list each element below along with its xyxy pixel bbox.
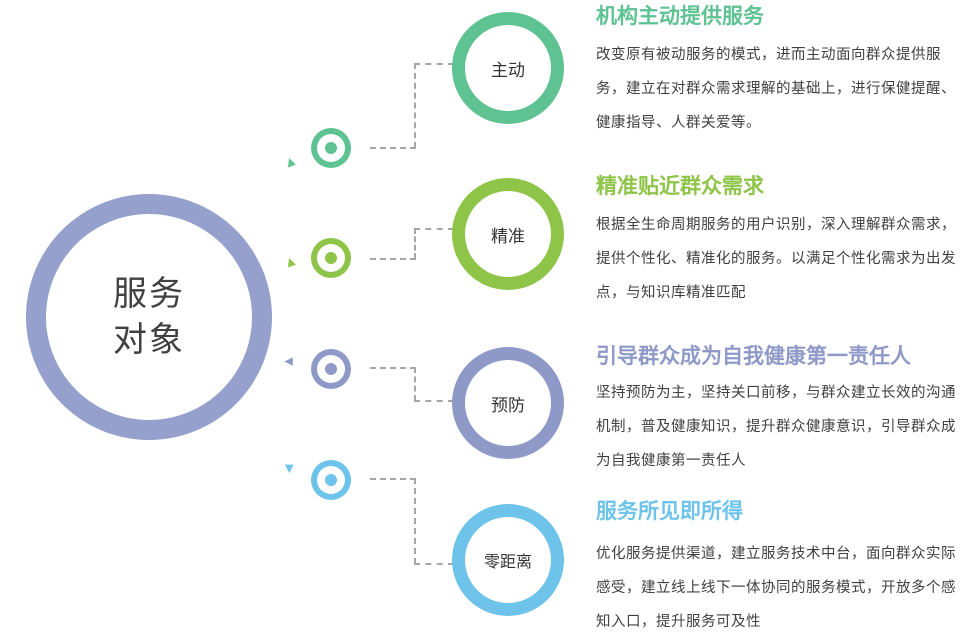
marker-dot <box>311 128 351 168</box>
center-label: 服务 对象 <box>104 271 194 363</box>
item-description: 坚持预防为主，坚持关口前移，与群众建立长效的沟通机制，普及健康知识，提升群众健康… <box>596 385 956 469</box>
item-title: 精准贴近群众需求 <box>596 174 764 198</box>
connector-line <box>414 563 454 565</box>
center-label-line2: 对象 <box>113 320 185 360</box>
marker-dot <box>311 460 351 500</box>
triangle-arrow-icon: ▲ <box>285 463 294 476</box>
node-label: 精准 <box>465 191 551 277</box>
connector-line <box>414 63 454 65</box>
node-label: 主动 <box>465 25 551 111</box>
item-title: 引导群众成为自我健康第一责任人 <box>596 344 911 368</box>
connector-line <box>370 478 416 480</box>
node-ring-proactive: 主动 <box>452 12 564 124</box>
connector-line <box>414 367 416 401</box>
node-ring-precise: 精准 <box>452 178 564 290</box>
node-label: 预防 <box>465 360 551 446</box>
connector-line <box>414 228 454 230</box>
item-description: 改变原有被动服务的模式，进而主动面向群众提供服务，建立在对群众需求理解的基础上，… <box>596 47 956 131</box>
center-label-line1: 服务 <box>113 274 185 314</box>
connector-line <box>370 367 416 369</box>
item-title: 机构主动提供服务 <box>596 4 764 28</box>
marker-dot <box>311 238 351 278</box>
item-description: 优化服务提供渠道，建立服务技术中台，面向群众实际感受，建立线上线下一体协同的服务… <box>596 546 956 630</box>
triangle-arrow-icon: ▲ <box>284 153 297 170</box>
connector-line <box>414 478 416 564</box>
node-ring-prevention: 预防 <box>452 347 564 459</box>
triangle-arrow-icon: ▲ <box>284 253 297 270</box>
connector-line <box>370 258 416 260</box>
connector-line <box>414 400 454 402</box>
item-description: 根据全生命周期服务的用户识别，深入理解群众需求，提供个性化、精准化的服务。以满足… <box>596 217 956 301</box>
connector-line <box>414 228 416 259</box>
node-ring-zero-distance: 零距离 <box>452 504 564 616</box>
triangle-arrow-icon: ▲ <box>281 357 295 366</box>
center-circle: 服务 对象 <box>46 214 252 420</box>
marker-dot <box>311 349 351 389</box>
node-label: 零距离 <box>465 517 551 603</box>
center-ring: 服务 对象 <box>26 194 272 440</box>
item-title: 服务所见即所得 <box>596 499 743 523</box>
connector-line <box>414 63 416 148</box>
connector-line <box>370 147 416 149</box>
